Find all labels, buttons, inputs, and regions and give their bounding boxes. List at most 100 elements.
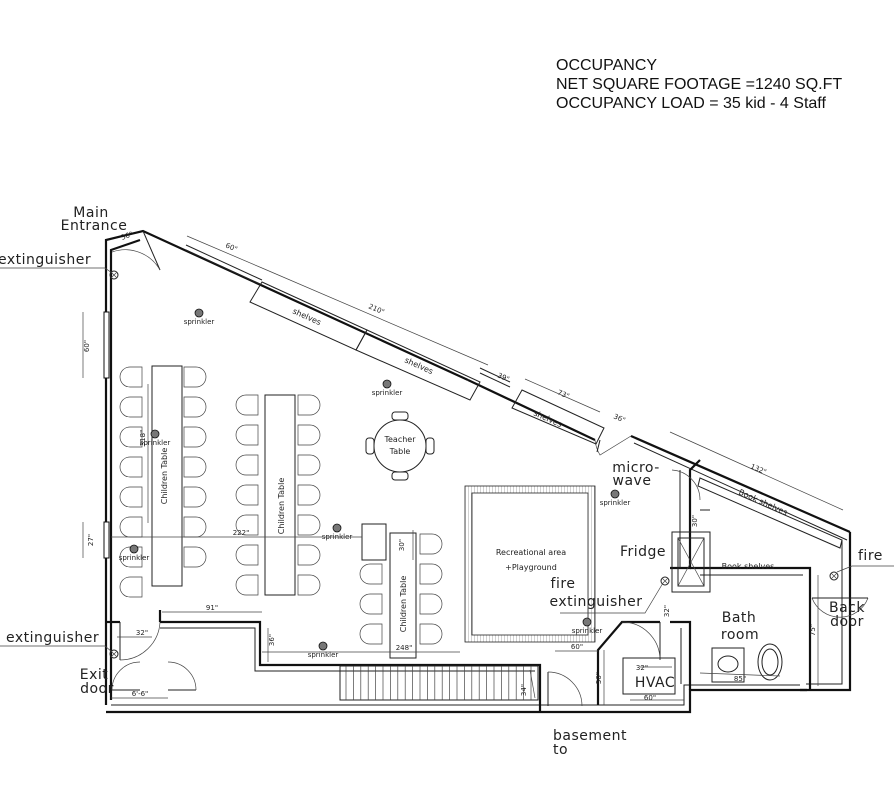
room-labels: Main Entrance extinguisher extinguisher … xyxy=(0,205,882,758)
interior-walls xyxy=(106,459,812,712)
back-door-label-2: door xyxy=(830,614,864,630)
chair xyxy=(419,593,443,615)
chair xyxy=(235,454,259,476)
sprinkler-label: sprinkler xyxy=(600,499,631,507)
dim-50: 50" xyxy=(595,672,603,684)
doors xyxy=(111,230,869,707)
extinguisher-label-bottom: extinguisher xyxy=(6,630,99,646)
extinguisher-icon-bottom xyxy=(109,649,119,659)
dim-32-bath: 32" xyxy=(663,605,671,617)
chair xyxy=(235,544,259,566)
children-table-label-3: Children Table xyxy=(399,576,408,633)
dim-222: 222" xyxy=(233,529,250,537)
chair xyxy=(235,514,259,536)
fire-extinguisher-label-2: extinguisher xyxy=(549,594,642,610)
chair xyxy=(119,546,143,568)
main-entrance-label-1: Main xyxy=(73,205,108,221)
book-shelves-label: Book shelves xyxy=(722,562,775,571)
children-tables: Children Table Children Table Children T… xyxy=(119,365,443,659)
chair xyxy=(235,484,259,506)
fixtures xyxy=(622,531,783,695)
chair xyxy=(297,514,321,536)
chair xyxy=(359,623,383,645)
recreational-area: Recreational area +Playground xyxy=(464,485,596,643)
chair xyxy=(235,394,259,416)
dim-73: 73" xyxy=(556,388,570,400)
chair xyxy=(297,454,321,476)
extinguishers xyxy=(0,267,894,659)
hvac-label: HVAC xyxy=(635,675,675,691)
sprinkler-icon: sprinkler xyxy=(184,308,215,326)
dim-60-stair: 60" xyxy=(571,643,583,651)
chair xyxy=(297,424,321,446)
recreational-label-1: Recreational area xyxy=(496,548,566,557)
sprinkler-icon: sprinkler xyxy=(372,379,403,397)
dim-91: 91" xyxy=(206,604,218,612)
chair xyxy=(183,546,207,568)
chair xyxy=(297,574,321,596)
chair xyxy=(419,563,443,585)
extinguisher-label-top: extinguisher xyxy=(0,252,91,268)
basement-label-2: to xyxy=(553,742,568,758)
occupancy-heading: OCCUPANCY xyxy=(556,57,658,74)
dim-27: 27" xyxy=(87,534,95,546)
sprinkler-label: sprinkler xyxy=(372,389,403,397)
chair xyxy=(419,623,443,645)
chair xyxy=(119,576,143,598)
dim-32-exit: 32" xyxy=(136,629,148,637)
chair xyxy=(183,396,207,418)
chair xyxy=(119,486,143,508)
sprinkler-label: sprinkler xyxy=(119,554,150,562)
shelves-label-1: shelves xyxy=(291,307,322,328)
dim-30: 30" xyxy=(398,539,406,551)
basement-label-1: basement xyxy=(553,728,627,744)
dim-318: 318" xyxy=(139,430,147,447)
dim-32-hvac: 32" xyxy=(636,664,648,672)
fridge-label: Fridge xyxy=(620,544,666,560)
exit-door-label-1: Exit xyxy=(80,667,109,683)
extinguisher-icon-right xyxy=(829,571,839,581)
net-square-footage: NET SQUARE FOOTAGE =1240 SQ.FT xyxy=(556,76,843,93)
children-table-label-1: Children Table xyxy=(160,448,169,505)
chair xyxy=(119,516,143,538)
exterior-walls xyxy=(103,229,852,714)
recreational-label-2: +Playground xyxy=(505,563,557,572)
chair xyxy=(297,544,321,566)
teacher-table-label-1: Teacher xyxy=(383,435,416,444)
sprinkler-label: sprinkler xyxy=(572,627,603,635)
chair xyxy=(419,533,443,555)
chair xyxy=(297,484,321,506)
sprinkler-icon: sprinkler xyxy=(600,489,631,507)
chair xyxy=(183,486,207,508)
teacher-table: Teacher Table xyxy=(365,411,435,481)
chair xyxy=(183,366,207,388)
bathroom-label-2: room xyxy=(721,627,759,643)
sprinkler-label: sprinkler xyxy=(184,318,215,326)
chairs xyxy=(119,366,443,645)
occupancy-load: OCCUPANCY LOAD = 35 kid - 4 Staff xyxy=(556,95,826,112)
microwave-label-2: wave xyxy=(613,473,652,489)
sprinkler-icon: sprinkler xyxy=(308,641,339,659)
exit-door-label-2: door xyxy=(80,681,114,697)
sprinkler-label: sprinkler xyxy=(308,651,339,659)
chair xyxy=(119,426,143,448)
sprinkler-label: sprinkler xyxy=(140,439,171,447)
chair xyxy=(359,563,383,585)
dim-36-entrance: 36" xyxy=(120,230,134,242)
sprinkler-icon: sprinkler xyxy=(140,429,171,447)
sprinkler-icon: sprinkler xyxy=(119,544,150,562)
dim-248: 248" xyxy=(396,644,413,652)
stairs xyxy=(339,665,539,701)
chair xyxy=(119,456,143,478)
dim-30-micro: 30" xyxy=(691,515,699,527)
occupancy-note: OCCUPANCY NET SQUARE FOOTAGE =1240 SQ.FT… xyxy=(556,56,842,113)
dim-60-left: 60" xyxy=(83,340,91,352)
chair xyxy=(235,574,259,596)
dim-85: 85" xyxy=(734,675,746,683)
fire-extinguisher-label-1: fire xyxy=(551,576,576,592)
chair xyxy=(235,424,259,446)
dim-36-mid: 36" xyxy=(612,412,626,424)
microwave-label-1: micro- xyxy=(612,460,660,476)
chair xyxy=(119,366,143,388)
